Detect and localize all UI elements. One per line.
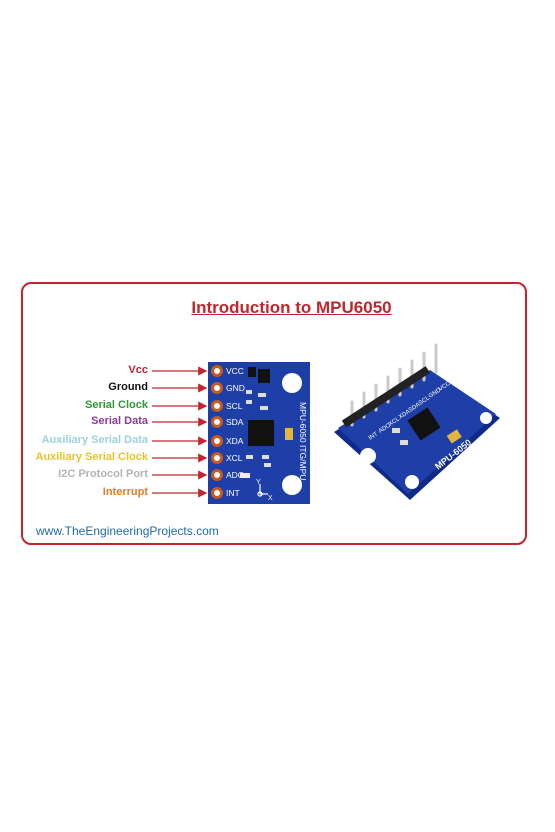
photo-chip [407,407,441,441]
axis-label-x: X [268,495,273,502]
axis-icon [257,484,268,497]
board-silkscreen-label: MPU-6050 ITG/MPU [298,402,308,480]
component-ldo [258,369,270,383]
label-auxiliary-serial-data: Auxiliary Serial Data [41,434,148,446]
board-pin-int: INT [226,488,240,498]
board-pin-sda: SDA [226,417,244,427]
board-pads [211,365,223,499]
label-ground: Ground [108,381,148,393]
photo-pin-xda: XDA [398,409,412,421]
component-capacitor [285,428,293,440]
photo-pin-sda: SDA [408,402,422,414]
photo-hole-bottom [405,475,419,489]
component-regulator [248,367,256,377]
website-link[interactable]: www.TheEngineeringProjects.com [36,524,219,538]
photo-hole-right [480,412,492,424]
photo-hole-left [360,448,376,464]
diagram-title: Introduction to MPU6050 [191,298,392,317]
photo-pin-xcl: XCL [388,416,402,428]
pin-arrows [152,366,208,498]
label-i2c-protocol-port: I2C Protocol Port [58,468,148,480]
mounting-hole-top [282,373,302,393]
board-pin-vcc: VCC [226,366,244,376]
photo-pin-int: INT [368,431,380,441]
label-serial-data: Serial Data [91,415,148,427]
mounting-hole-bottom [282,475,302,495]
photo-pin-scl: SCL [418,395,432,407]
label-auxiliary-serial-clock: Auxiliary Serial Clock [35,451,149,463]
board-pin-ado: ADO [226,470,245,480]
photo-header-block [341,366,431,428]
label-vcc: Vcc [128,364,148,376]
board-pin-xcl: XCL [226,453,243,463]
photo-capacitor [446,429,462,444]
pin-label-column: Vcc Ground Serial Clock Serial Data Auxi… [30,0,149,832]
mpu6050-board-photo: MPU-6050 INT ADO XCL XDA SDA SCL GND VCC [334,343,500,500]
board-pin-xda: XDA [226,436,244,446]
board-pin-scl: SCL [226,401,243,411]
axis-label-y: Y [256,479,261,486]
label-interrupt: Interrupt [102,486,148,498]
label-serial-clock: Serial Clock [85,399,148,411]
mpu6050-chip [248,420,274,446]
mpu6050-board-diagram: VCC GND SCL SDA XDA XCL ADO INT MPU-6050… [208,362,310,504]
board-pin-gnd: GND [226,383,245,393]
